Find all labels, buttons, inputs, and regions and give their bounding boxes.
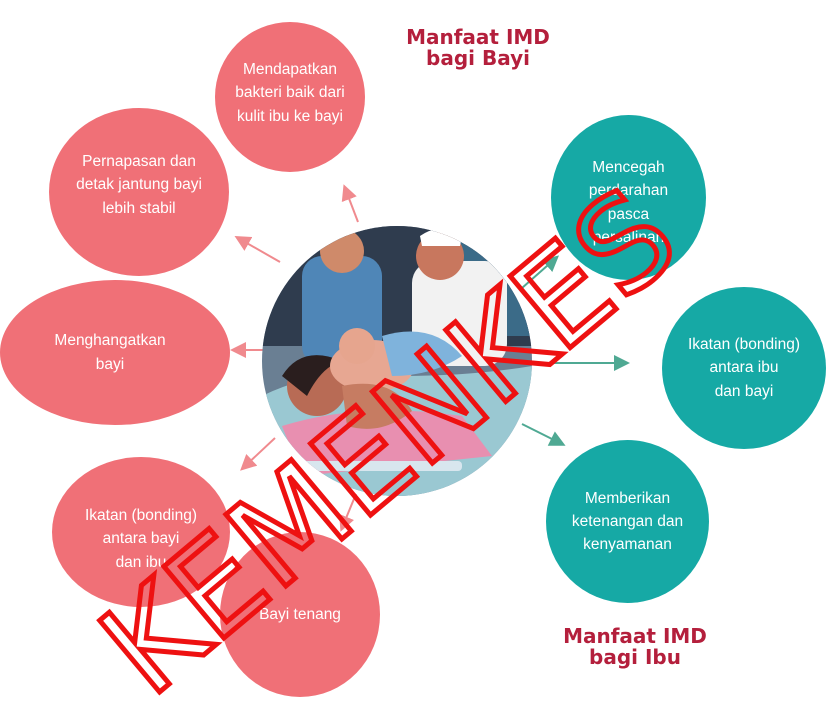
baby-benefits-heading: Manfaat IMD bagi Bayi [406, 25, 550, 70]
baby-benefit-warming-text: Menghangatkan bayi [54, 332, 166, 373]
baby-benefit-calm: Bayi tenang [220, 532, 380, 697]
baby-benefit-bonding-text: Ikatan (bonding) antara bayi dan ibu [84, 507, 198, 571]
mother-benefits-heading: Manfaat IMD bagi Ibu [563, 624, 707, 669]
illustration-drawing [262, 226, 532, 496]
arrow-to-calm-baby [339, 493, 357, 532]
mother-benefit-bleeding: Mencegah perdarahan pasca persalinan [551, 115, 706, 280]
mother-benefit-bonding: Ikatan (bonding) antara ibu dan bayi [662, 287, 826, 449]
baby-benefit-bacteria: Mendapatkan bakteri baik dari kulit ibu … [215, 22, 365, 172]
baby-benefit-warming: Menghangatkan bayi [0, 280, 230, 425]
baby-benefit-bacteria-text: Mendapatkan bakteri baik dari kulit ibu … [235, 61, 345, 125]
mother-baby-illustration [262, 226, 532, 496]
mother-benefit-comfort-text: Memberikan ketenangan dan kenyamanan [571, 489, 684, 554]
baby-benefit-breathing-text: Pernapasan dan detak jantung bayi lebih … [76, 153, 202, 217]
arrow-to-bacteria [341, 184, 359, 223]
mother-benefit-bonding-text: Ikatan (bonding) antara ibu dan bayi [687, 336, 801, 400]
baby-benefit-breathing: Pernapasan dan detak jantung bayi lebih … [49, 108, 229, 276]
mother-benefit-bleeding-text: Mencegah perdarahan pasca persalinan [588, 159, 669, 246]
baby-benefit-bonding: Ikatan (bonding) antara bayi dan ibu [52, 457, 230, 607]
baby-benefit-calm-text: Bayi tenang [259, 605, 341, 623]
mother-benefit-comfort: Memberikan ketenangan dan kenyamanan [546, 440, 709, 603]
